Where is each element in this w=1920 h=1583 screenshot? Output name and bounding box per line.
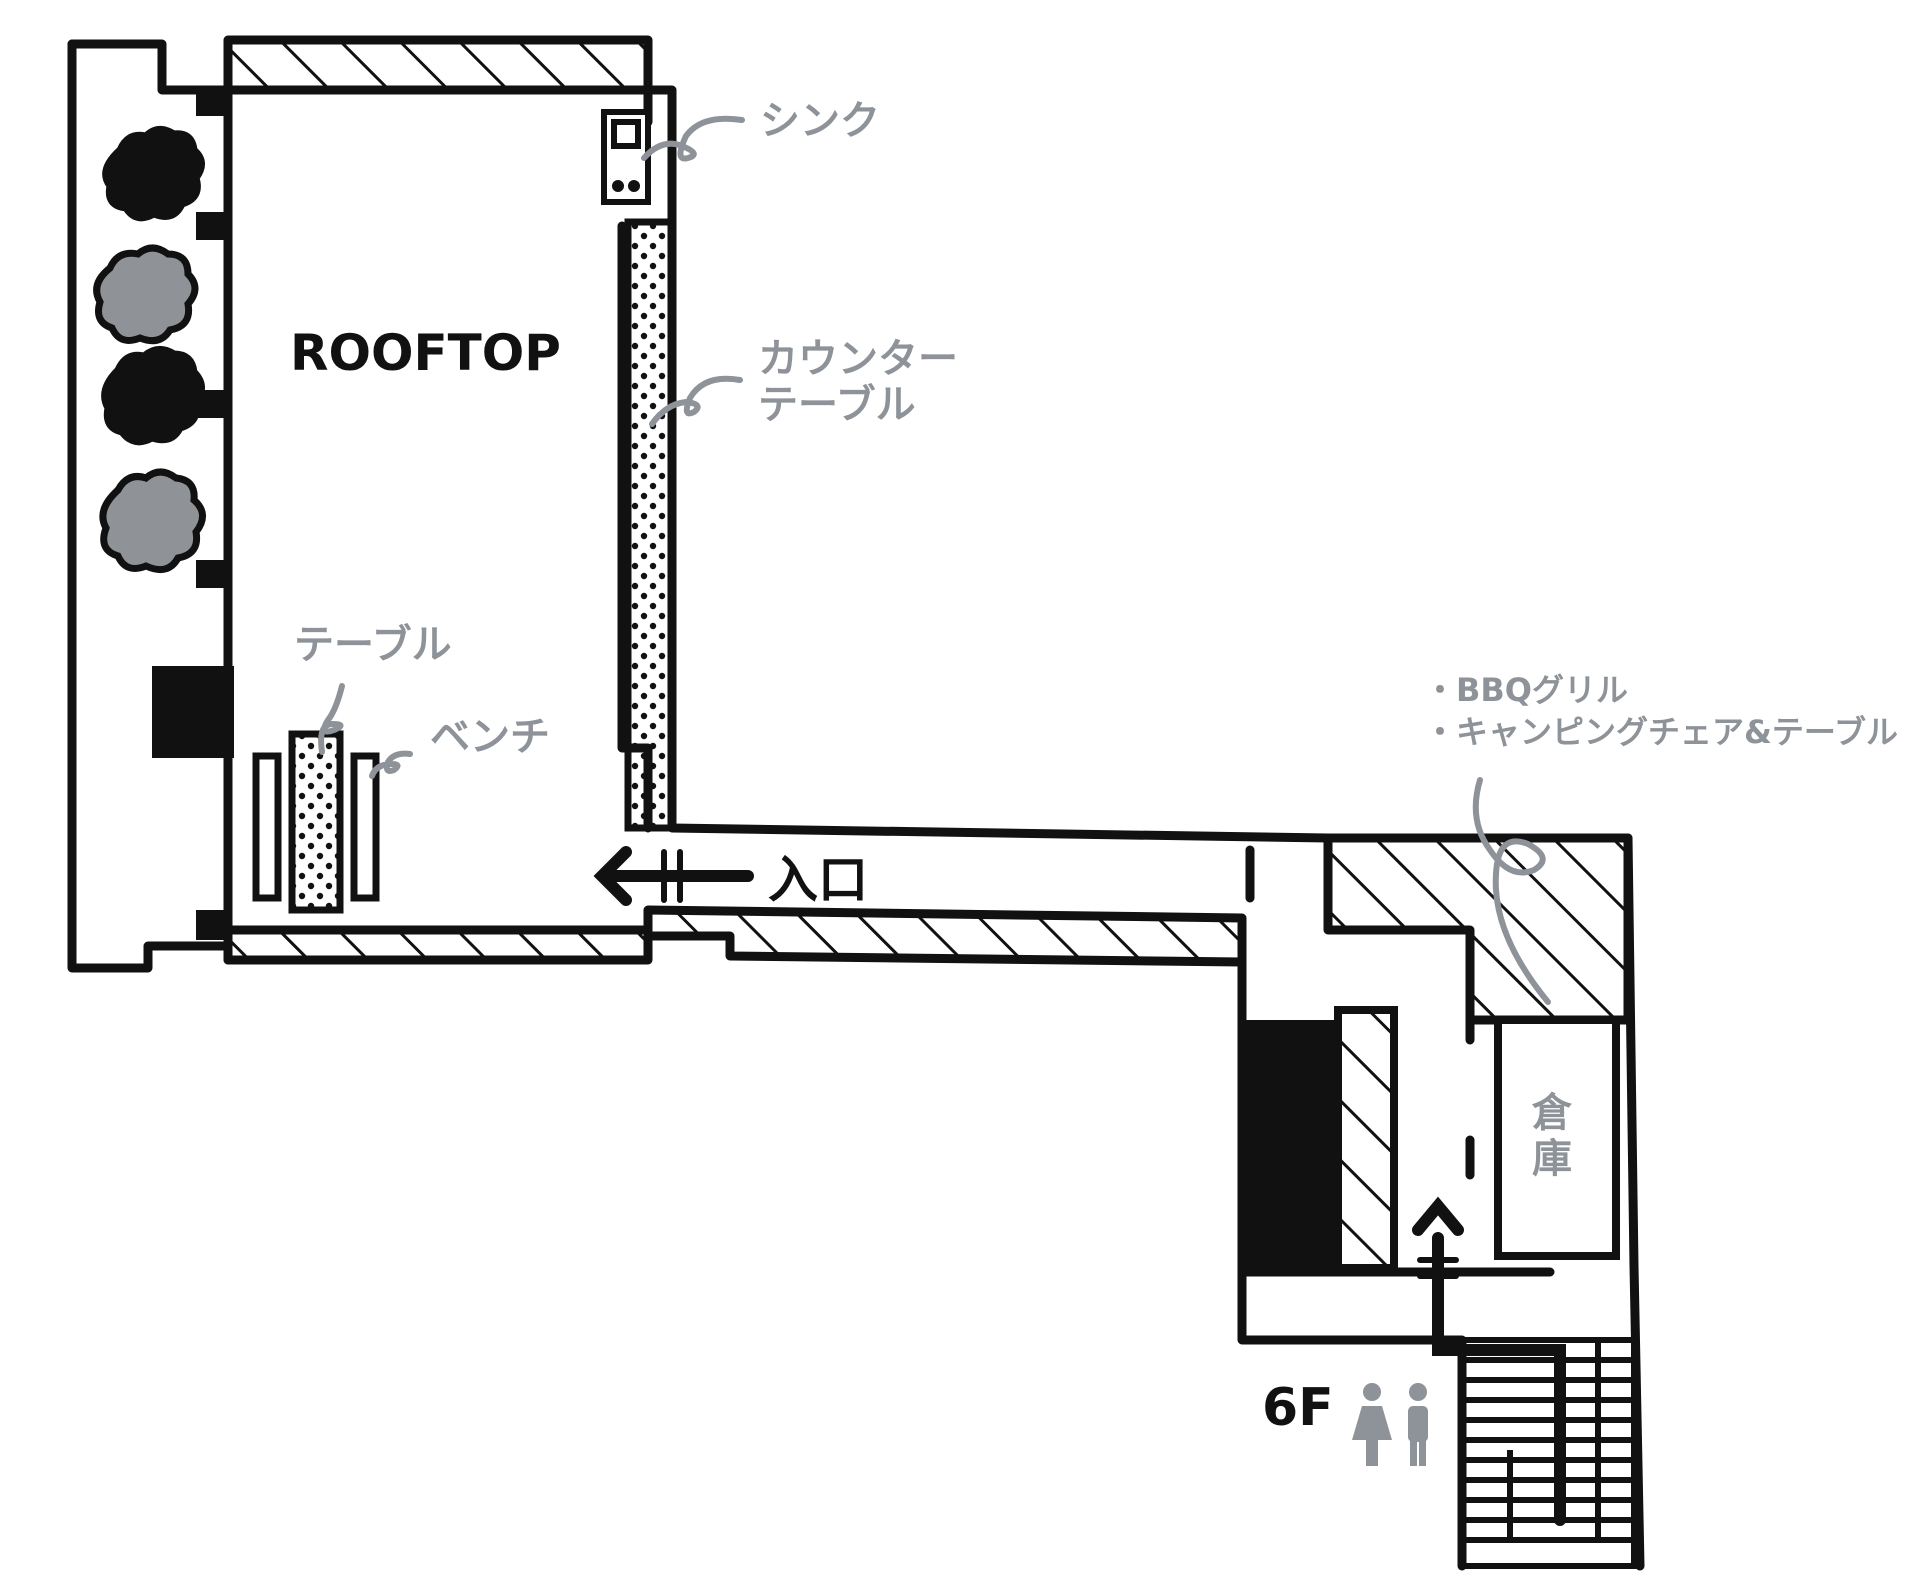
- sink-label: シンク: [760, 98, 880, 144]
- storage-item-camping: ・キャンピングチェア&テーブル: [1424, 712, 1898, 751]
- top-wall: [223, 35, 653, 95]
- dark-block-left: [152, 666, 234, 758]
- storage-room: [1494, 1016, 1620, 1260]
- bench-right: [350, 752, 380, 902]
- rooftop-room-outline: [643, 85, 1333, 905]
- counter-table-label: カウンター テーブル: [758, 336, 958, 428]
- storage-label-char2: 庫: [1532, 1136, 1572, 1182]
- bench-left: [252, 752, 282, 902]
- bench-table-set: [252, 730, 380, 914]
- storage-label: 倉 庫: [1532, 1090, 1572, 1182]
- arrow-left-icon: [593, 846, 754, 906]
- callout-lines: [318, 115, 1551, 1005]
- bottom-wall-left: [223, 925, 653, 965]
- picnic-table: [288, 730, 344, 914]
- corridor-bottom-wall: [643, 905, 1247, 967]
- restroom-icon: [1352, 1383, 1428, 1466]
- entrance-label: 入口: [768, 851, 868, 909]
- planter-icon: [93, 126, 206, 574]
- left-outer-wall: [67, 39, 233, 965]
- wall-notches: [196, 90, 228, 940]
- hatch-block-tower: [1334, 1006, 1398, 1272]
- storage-items-list: ・BBQグリル ・キャンピングチェア&テーブル: [1424, 670, 1898, 753]
- counter-table-label-line1: カウンター: [758, 336, 958, 382]
- left-wall-edge: [67, 39, 233, 973]
- storage-hatch-block: [1323, 833, 1633, 1025]
- counter-table-label-line2: テーブル: [758, 382, 916, 428]
- stairs-icon: [1459, 1337, 1637, 1569]
- table-label: テーブル: [294, 622, 452, 668]
- arrow-up-icon: [1412, 1196, 1566, 1526]
- floor-label: 6F: [1262, 1378, 1334, 1438]
- storage-item-bbq: ・BBQグリル: [1424, 671, 1628, 709]
- bench-label: ベンチ: [430, 714, 550, 760]
- storage-label-char1: 倉: [1532, 1090, 1572, 1136]
- rooftop-title: ROOFTOP: [290, 324, 561, 382]
- dark-block-tower: [1242, 1020, 1338, 1268]
- counter-table: [624, 218, 676, 832]
- right-wall: [1623, 833, 1639, 1271]
